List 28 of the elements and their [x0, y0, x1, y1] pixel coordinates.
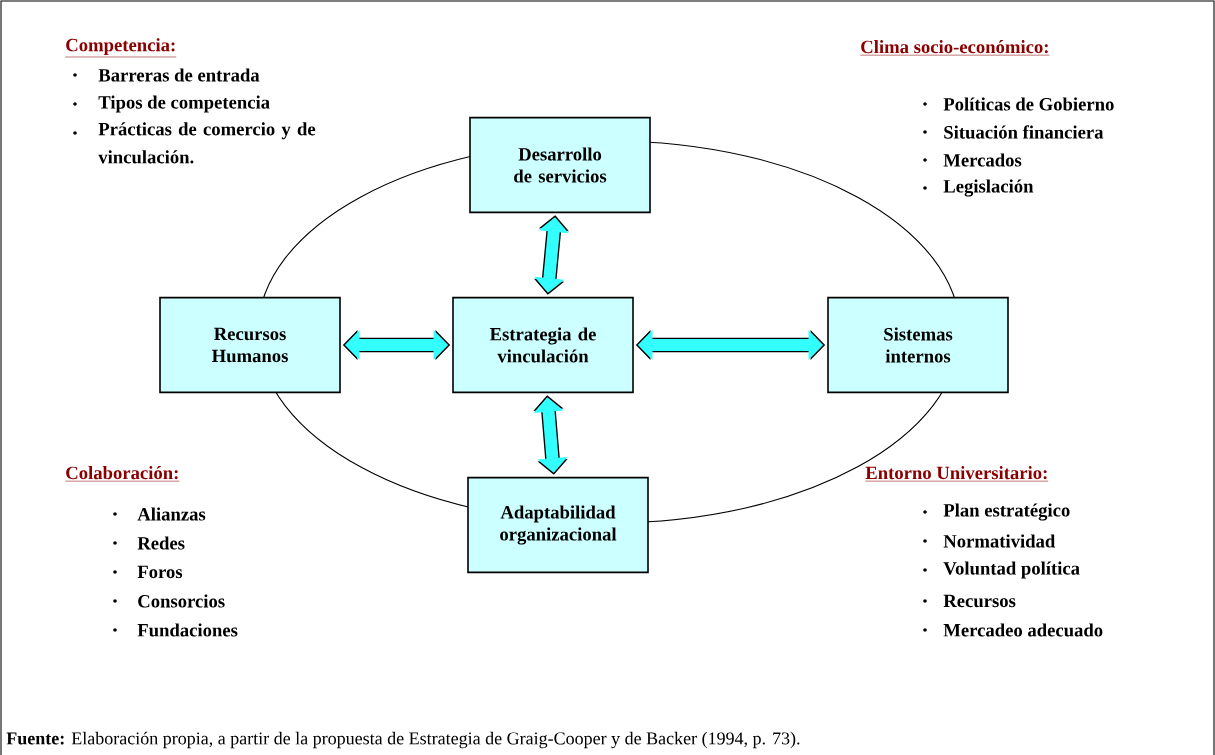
list-item: Mercadeo adecuado [943, 623, 1103, 637]
list-item: Legislación [943, 179, 1034, 197]
process-box: Adaptabilidad organizacional [467, 476, 649, 574]
list-item: Mercados [943, 153, 1022, 167]
list-item: Situación financiera [944, 125, 1104, 139]
section-heading: Colaboración: [65, 466, 180, 482]
list-item: Consorcios [138, 594, 225, 608]
double-arrow [533, 395, 568, 475]
process-box: Desarrollo de servicios [469, 116, 651, 214]
section-heading: Competencia: [65, 38, 177, 58]
list-item: Alianzas [137, 507, 206, 521]
list-item: Barreras de entrada [98, 68, 260, 82]
process-box: Estrategia de vinculación [452, 296, 634, 394]
process-box: Recursos Humanos [159, 296, 341, 394]
list-item: Normatividad [943, 534, 1056, 548]
list-item: Tipos de competencia [98, 95, 270, 113]
section-heading: Entorno Universitario: [865, 466, 1049, 482]
section-heading: Clima socio-económico: [860, 40, 1050, 56]
list-item: Redes [137, 536, 185, 550]
list-item: Foros [137, 565, 183, 579]
list-item: Prácticas de comercio y de vinculación. [98, 122, 316, 164]
list-item: Recursos [943, 594, 1016, 608]
process-box: Sistemas internos [827, 296, 1009, 394]
list-item: Políticas de Gobierno [943, 97, 1114, 111]
list-item: Fundaciones [137, 623, 238, 637]
list-item: Voluntad política [943, 561, 1080, 579]
caption: Fuente: Elaboración propia, a partir de la propuesta de Estrategia de Graig-Cooper y de Backer (1994, p. 73). [6, 731, 800, 749]
list-item: Plan estratégico [943, 503, 1070, 521]
